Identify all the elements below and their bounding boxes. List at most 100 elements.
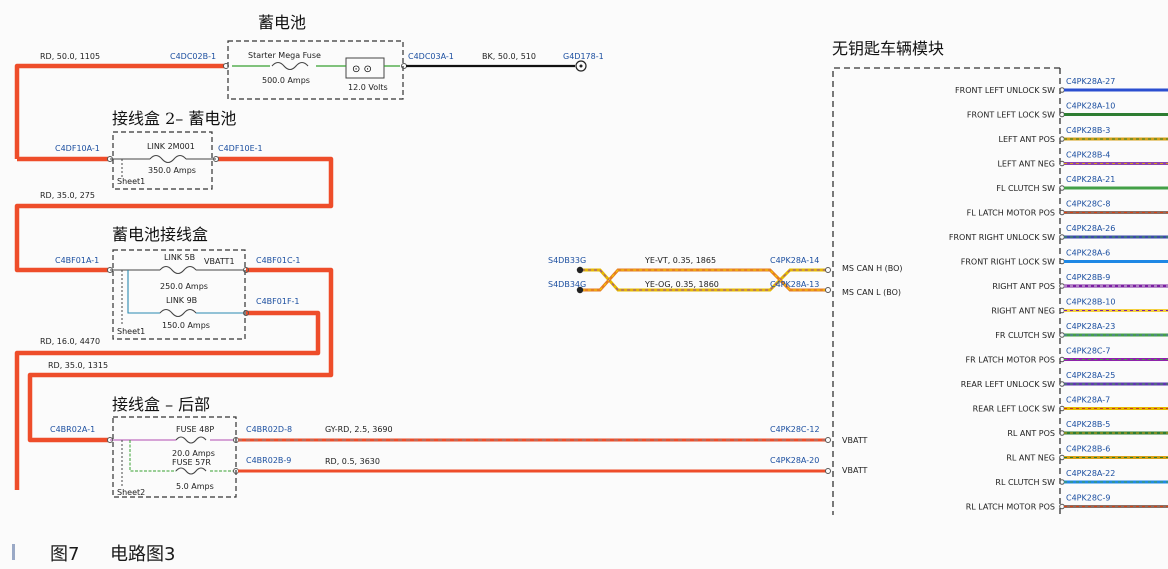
ms-can-l-pin: MS CAN L (BO) bbox=[842, 288, 901, 297]
keyless-pin-label: RL ANT POS bbox=[1007, 429, 1055, 438]
connector-c4dc02b-1: C4DC02B-1 bbox=[170, 52, 216, 61]
connector-g4d178-1: G4D178-1 bbox=[563, 52, 604, 61]
sheet2-ref: Sheet2 bbox=[117, 488, 145, 497]
terminal-dot bbox=[825, 437, 831, 443]
connector-c4dc03a-1: C4DC03A-1 bbox=[408, 52, 454, 61]
wire-label-w5: RD, 35.0, 1315 bbox=[48, 361, 108, 370]
wire-label-w4: RD, 16.0, 4470 bbox=[40, 337, 100, 346]
keyless-pin-label: RL CLUTCH SW bbox=[995, 478, 1055, 487]
keyless-pin-label: FRONT RIGHT UNLOCK SW bbox=[949, 233, 1055, 242]
battery-volts: 12.0 Volts bbox=[348, 83, 388, 92]
connector-c4br02b-9: C4BR02B-9 bbox=[246, 456, 291, 465]
keyless-pin-connector: C4PK28B-4 bbox=[1066, 151, 1110, 160]
connector-c4bf01c-1: C4BF01C-1 bbox=[256, 256, 301, 265]
sheet1-ref-a: Sheet1 bbox=[117, 177, 145, 186]
connector-c4br02a-1: C4BR02A-1 bbox=[50, 425, 95, 434]
jb-battery-box bbox=[112, 131, 213, 190]
fuse57r-icon bbox=[175, 467, 207, 475]
keyless-pin-connector: C4PK28A-26 bbox=[1066, 224, 1115, 233]
keyless-pin-label: FL CLUTCH SW bbox=[996, 184, 1055, 193]
keyless-pin-label: FRONT LEFT LOCK SW bbox=[967, 111, 1055, 120]
keyless-pin-label: FR LATCH MOTOR POS bbox=[966, 356, 1055, 365]
vbatt-pin-b: VBATT bbox=[842, 466, 868, 475]
battery-box bbox=[227, 40, 404, 100]
caption-figure-number: 图7 bbox=[50, 544, 80, 565]
fuse48p-label: FUSE 48P bbox=[176, 425, 214, 434]
connector-c4pk28a-14: C4PK28A-14 bbox=[770, 256, 819, 265]
wire-vbatt1-out bbox=[27, 267, 334, 443]
keyless-pin-connector: C4PK28B-6 bbox=[1066, 445, 1110, 454]
link5b-label: LINK 5B bbox=[164, 253, 195, 262]
terminal-dot bbox=[243, 267, 249, 273]
terminal-dot bbox=[1059, 332, 1065, 338]
splice-label-s4db34g: S4DB34G bbox=[548, 280, 586, 289]
link9b-amps: 150.0 Amps bbox=[162, 321, 210, 330]
wire-link2m001-out bbox=[14, 156, 334, 273]
wire-label-w3: RD, 35.0, 275 bbox=[40, 191, 95, 200]
connector-c4pk28c-12: C4PK28C-12 bbox=[770, 425, 820, 434]
keyless-pin-connector: C4PK28B-3 bbox=[1066, 126, 1110, 135]
starter-fuse-label: Starter Mega Fuse bbox=[248, 51, 321, 60]
sheet1-ref-b: Sheet1 bbox=[117, 327, 145, 336]
battery-cell-icon: ⊙ ⊙ bbox=[352, 64, 372, 75]
caption-title: 电路图3 bbox=[110, 544, 176, 565]
splice-s4db34g bbox=[576, 286, 584, 294]
battery-jb-box bbox=[112, 249, 246, 340]
connector-c4bf01f-1: C4BF01F-1 bbox=[256, 297, 300, 306]
keyless-pin-connector: C4PK28C-8 bbox=[1066, 200, 1111, 209]
link9b-label: LINK 9B bbox=[166, 296, 197, 305]
keyless-pin-connector: C4PK28B-5 bbox=[1066, 420, 1110, 429]
keyless-pin-connector: C4PK28C-7 bbox=[1066, 347, 1111, 356]
jb-battery-title: 接线盒 2– 蓄电池 bbox=[112, 109, 236, 128]
connector-c4bf01a-1: C4BF01A-1 bbox=[55, 256, 99, 265]
keyless-pin-label: RIGHT ANT NEG bbox=[991, 307, 1055, 316]
vbatt1-label: VBATT1 bbox=[204, 257, 235, 266]
keyless-pin-label: REAR LEFT UNLOCK SW bbox=[961, 380, 1055, 389]
figure-caption: 图7 电路图3 bbox=[12, 540, 412, 565]
terminal-dot bbox=[825, 287, 831, 293]
terminal-dot bbox=[1059, 503, 1065, 510]
fuse57r-label: FUSE 57R bbox=[172, 458, 211, 467]
link-2m001-label: LINK 2M001 bbox=[147, 142, 195, 151]
rear-jb-title: 接线盒 – 后部 bbox=[112, 395, 210, 414]
keyless-pin-label: RL LATCH MOTOR POS bbox=[966, 503, 1055, 512]
keyless-pin-label: RL ANT NEG bbox=[1006, 454, 1055, 463]
rear-jb-box bbox=[112, 416, 237, 498]
battery-jb-title: 蓄电池接线盒 bbox=[112, 225, 208, 244]
ms-can-h-pin: MS CAN H (BO) bbox=[842, 264, 903, 273]
terminal-dot bbox=[825, 267, 831, 273]
terminal-dot bbox=[1059, 454, 1065, 461]
keyless-pin-connector: C4PK28A-6 bbox=[1066, 249, 1110, 258]
keyless-pin-label: FR CLUTCH SW bbox=[995, 331, 1055, 340]
fuse57r-wire bbox=[129, 440, 234, 472]
wire-label-w6: GY-RD, 2.5, 3690 bbox=[325, 425, 393, 434]
wire-label-w8: YE-VT, 0.35, 1865 bbox=[644, 256, 716, 265]
keyless-pin-connector: C4PK28A-10 bbox=[1066, 102, 1115, 111]
caption-marker-icon bbox=[12, 544, 15, 560]
keyless-pin-label: FRONT LEFT UNLOCK SW bbox=[955, 86, 1055, 95]
wire-rd-50-1105 bbox=[14, 63, 224, 159]
terminal-dot bbox=[223, 63, 229, 69]
mega-fuse-icon bbox=[271, 61, 309, 71]
keyless-pin-label: FL LATCH MOTOR POS bbox=[967, 209, 1055, 218]
starter-fuse-amps: 500.0 Amps bbox=[262, 76, 310, 85]
link9b-wire bbox=[127, 270, 244, 314]
keyless-pin-label: LEFT ANT POS bbox=[999, 135, 1056, 144]
terminal-dot bbox=[825, 468, 831, 474]
fuse57r-amps: 5.0 Amps bbox=[176, 482, 214, 491]
terminal-dot bbox=[243, 310, 249, 316]
keyless-pin-connector: C4PK28B-9 bbox=[1066, 273, 1110, 282]
battery-symbol bbox=[345, 57, 385, 79]
keyless-pin-label: FRONT RIGHT LOCK SW bbox=[961, 258, 1055, 267]
keyless-pin-connector: C4PK28A-7 bbox=[1066, 396, 1110, 405]
keyless-pin-connector: C4PK28C-9 bbox=[1066, 494, 1111, 503]
vbatt-pin-a: VBATT bbox=[842, 436, 868, 445]
keyless-pin-connector: C4PK28A-27 bbox=[1066, 77, 1115, 86]
terminal-dot bbox=[1059, 111, 1065, 118]
keyless-module-box bbox=[832, 67, 1060, 515]
keyless-pin-label: LEFT ANT NEG bbox=[997, 160, 1055, 169]
connector-c4df10e-1: C4DF10E-1 bbox=[218, 144, 263, 153]
ground-icon-center bbox=[579, 64, 583, 68]
